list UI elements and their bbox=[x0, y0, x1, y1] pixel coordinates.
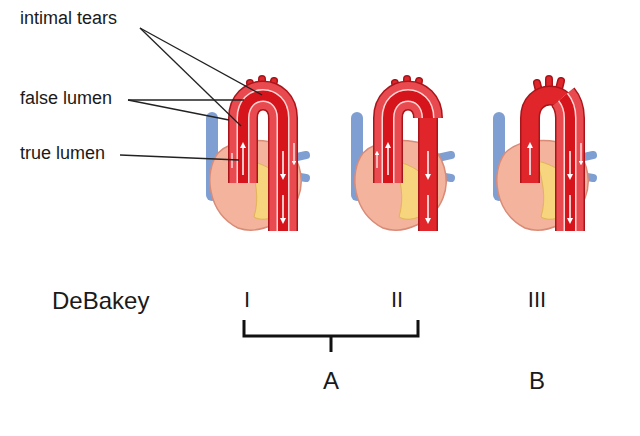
leader-lines bbox=[120, 28, 262, 160]
group-letter: A bbox=[323, 367, 339, 395]
callout-label: true lumen bbox=[20, 143, 105, 164]
classification-name: DeBakey bbox=[52, 287, 149, 315]
heart-type-one bbox=[210, 79, 306, 231]
callout-label: false lumen bbox=[20, 88, 112, 109]
type-number: III bbox=[528, 287, 546, 312]
group-letter: B bbox=[529, 367, 545, 395]
type-number: II bbox=[391, 287, 403, 312]
callout-label: intimal tears bbox=[20, 8, 117, 29]
heart-type-two bbox=[355, 79, 451, 231]
type-number: I bbox=[244, 287, 250, 312]
group-bracket bbox=[244, 320, 418, 352]
heart-type-three bbox=[497, 79, 593, 231]
